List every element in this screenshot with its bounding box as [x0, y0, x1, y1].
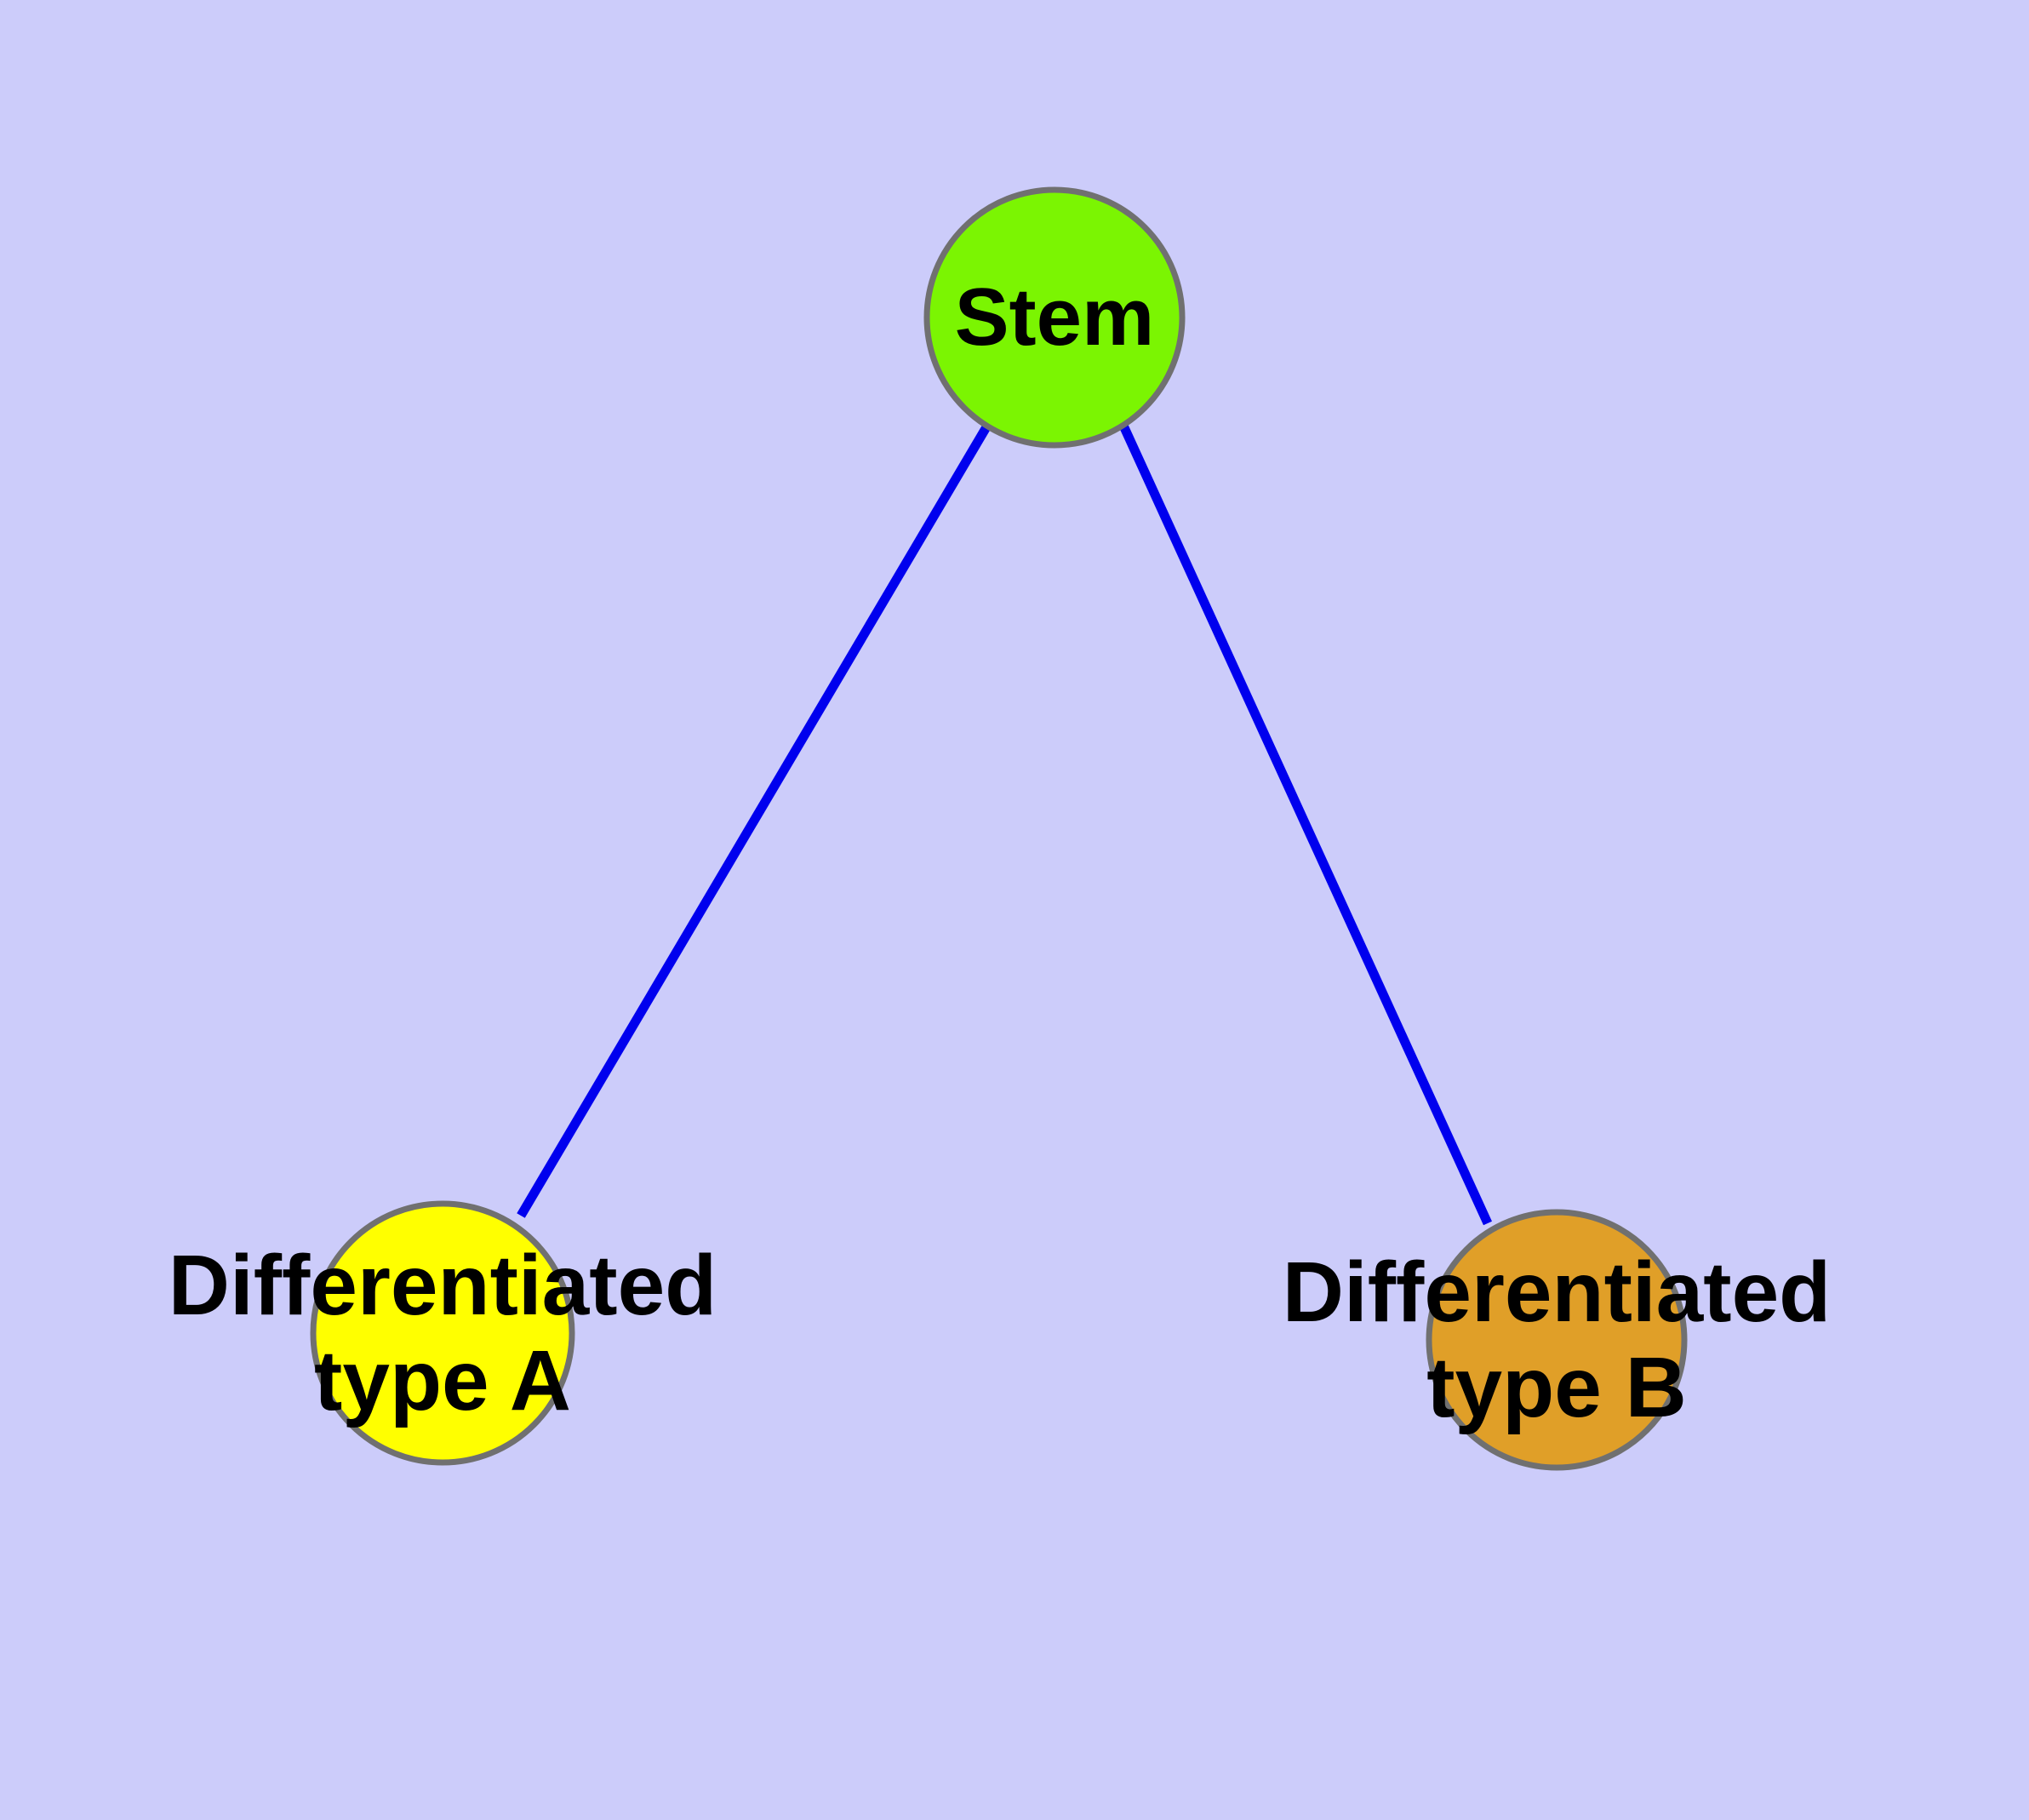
edge-stem-to-diff-type-b[interactable]: [1118, 423, 1493, 1226]
edge-layer: [517, 423, 1493, 1226]
node-diff-type-b-circle[interactable]: [1426, 1209, 1688, 1471]
edge-stem-to-diff-type-a[interactable]: [517, 423, 992, 1218]
node-diff-type-a-circle[interactable]: [310, 1200, 575, 1466]
node-layer: [310, 186, 1688, 1471]
node-stem-circle[interactable]: [923, 186, 1186, 449]
